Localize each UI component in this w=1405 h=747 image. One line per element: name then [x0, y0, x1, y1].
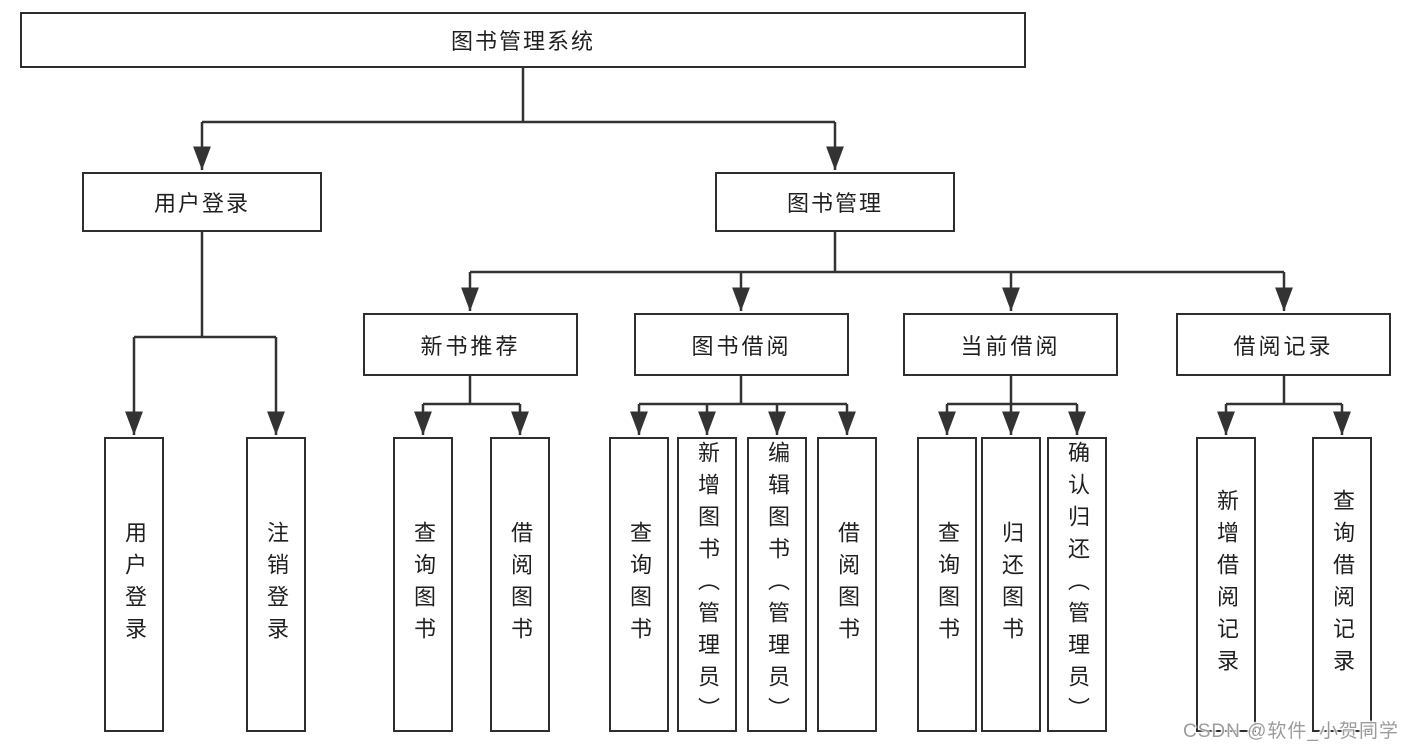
node-book-borrowing: 图书借阅: [634, 313, 849, 376]
leaf-query-books-current: 查询图书: [917, 437, 977, 732]
leaf-return-book: 归还图书: [981, 437, 1041, 732]
leaf-label: 查询图书: [627, 520, 652, 649]
node-book-management: 图书管理: [715, 172, 955, 232]
leaf-label: 借阅图书: [835, 520, 860, 649]
node-current-borrowing: 当前借阅: [903, 313, 1118, 376]
leaf-label: 用户登录: [122, 520, 147, 649]
node-borrowing-records: 借阅记录: [1176, 313, 1391, 376]
leaf-logout: 注销登录: [246, 437, 306, 732]
leaf-label: 新增图书（管理员）: [695, 440, 720, 729]
leaf-edit-book-admin: 编辑图书（管理员）: [747, 437, 807, 732]
leaf-borrow-books-recommend: 借阅图书: [490, 437, 550, 732]
leaf-label: 查询图书: [935, 520, 960, 649]
leaf-label: 归还图书: [999, 520, 1024, 649]
leaf-query-books-borrowing: 查询图书: [609, 437, 669, 732]
leaf-user-login: 用户登录: [104, 437, 164, 732]
leaf-add-book-admin: 新增图书（管理员）: [677, 437, 737, 732]
leaf-label: 借阅图书: [508, 520, 533, 649]
leaf-label: 新增借阅记录: [1214, 488, 1239, 681]
leaf-label: 确认归还（管理员）: [1065, 440, 1090, 729]
leaf-add-borrow-record: 新增借阅记录: [1196, 437, 1256, 732]
leaf-label: 编辑图书（管理员）: [765, 440, 790, 729]
node-library-management-system: 图书管理系统: [20, 12, 1026, 68]
leaf-label: 查询借阅记录: [1330, 488, 1355, 681]
leaf-query-books-recommend: 查询图书: [393, 437, 453, 732]
node-new-book-recommendation: 新书推荐: [363, 313, 578, 376]
leaf-confirm-return-admin: 确认归还（管理员）: [1047, 437, 1107, 732]
csdn-watermark: CSDN @软件_小贺同学: [1183, 721, 1399, 742]
leaf-label: 注销登录: [264, 520, 289, 649]
leaf-label: 查询图书: [411, 520, 436, 649]
leaf-query-borrow-record: 查询借阅记录: [1312, 437, 1372, 732]
leaf-borrow-books-borrowing: 借阅图书: [817, 437, 877, 732]
node-user-login: 用户登录: [82, 172, 322, 232]
